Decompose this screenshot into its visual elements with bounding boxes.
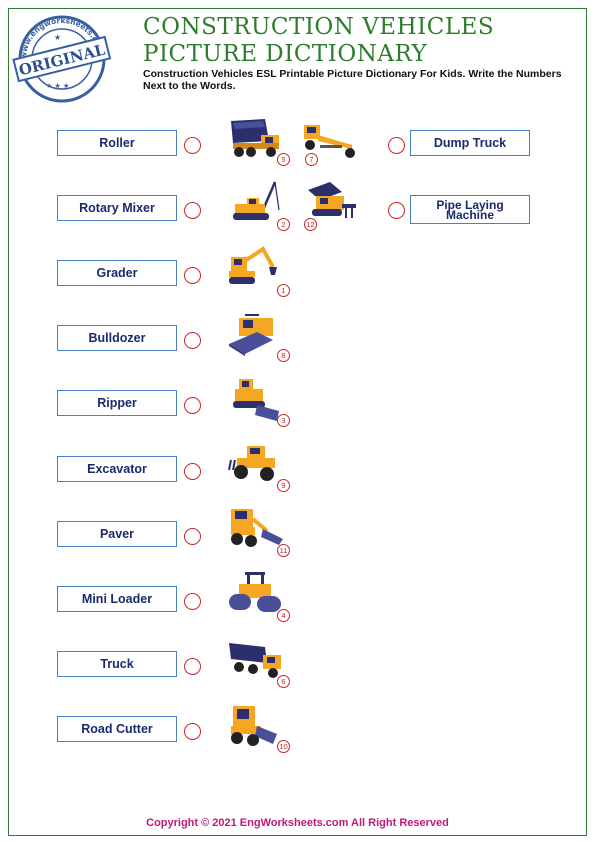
svg-text:★: ★ (54, 33, 61, 42)
original-stamp-logo: www.engworksheets.com ORIGINAL ★ ★ ★ ★ (12, 14, 112, 104)
pipe-laying-machine-icon (227, 180, 287, 230)
word-label: Ripper (97, 396, 137, 410)
word-label: Rotary Mixer (79, 201, 155, 215)
ripper-icon (227, 440, 287, 490)
mini-loader-icon (227, 505, 287, 555)
word-box-road-cutter: Road Cutter (57, 716, 177, 742)
word-label: Excavator (87, 462, 147, 476)
word-label: Road Cutter (81, 722, 153, 736)
word-box-grader: Grader (57, 260, 177, 286)
picture-number: 12 (304, 218, 317, 231)
bulldozer-icon (227, 375, 287, 425)
roller-icon (227, 570, 287, 620)
picture-number: 4 (277, 609, 290, 622)
word-box-truck: Truck (57, 651, 177, 677)
picture-number: 9 (277, 479, 290, 492)
answer-circle[interactable] (184, 202, 201, 219)
word-box-bulldozer: Bulldozer (57, 325, 177, 351)
word-box-paver: Paver (57, 521, 177, 547)
answer-circle[interactable] (184, 528, 201, 545)
word-box-rotary-mixer: Rotary Mixer (57, 195, 177, 221)
answer-circle[interactable] (184, 723, 201, 740)
picture-number: 5 (277, 153, 290, 166)
picture-number: 7 (305, 153, 318, 166)
word-label: Paver (99, 527, 135, 541)
answer-circle[interactable] (184, 593, 201, 610)
page-title: CONSTRUCTION VEHICLES PICTURE DICTIONARY (143, 14, 583, 68)
rotary-mixer-icon (227, 702, 287, 752)
word-label: Grader (96, 266, 138, 280)
picture-number: 11 (277, 544, 290, 557)
excavator-icon (227, 245, 287, 295)
word-label: Roller (99, 136, 135, 150)
word-box-ripper: Ripper (57, 390, 177, 416)
copyright-footer: Copyright © 2021 EngWorksheets.com All R… (146, 817, 449, 829)
picture-number: 2 (277, 218, 290, 231)
svg-text:ORIGINAL: ORIGINAL (17, 40, 107, 79)
instructions-text: Construction Vehicles ESL Printable Pict… (143, 68, 562, 92)
grader-icon (300, 115, 360, 165)
word-box-roller: Roller (57, 130, 177, 156)
dump-truck-icon (227, 115, 287, 165)
word-box-dump-truck: Dump Truck (410, 130, 530, 156)
word-label: Pipe Laying Machine (436, 197, 504, 222)
picture-number: 10 (277, 740, 290, 753)
answer-circle[interactable] (184, 463, 201, 480)
title-line-2: PICTURE DICTIONARY (143, 41, 428, 67)
title-line-1: CONSTRUCTION VEHICLES (143, 14, 495, 40)
answer-circle[interactable] (184, 332, 201, 349)
picture-number: 6 (277, 675, 290, 688)
word-label: Bulldozer (88, 331, 146, 345)
road-cutter-icon (302, 178, 362, 228)
answer-circle[interactable] (184, 137, 201, 154)
answer-circle[interactable] (184, 658, 201, 675)
word-box-pipe-laying-machine: Pipe Laying Machine (410, 195, 530, 224)
word-box-excavator: Excavator (57, 456, 177, 482)
answer-circle[interactable] (388, 202, 405, 219)
word-label: Truck (100, 657, 134, 671)
paver-icon (227, 310, 287, 360)
page-border (8, 8, 587, 836)
picture-number: 1 (277, 284, 290, 297)
word-label: Mini Loader (81, 592, 153, 606)
truck-icon (227, 637, 287, 687)
word-label: Dump Truck (433, 136, 507, 150)
picture-number: 8 (277, 349, 290, 362)
answer-circle[interactable] (388, 137, 405, 154)
answer-circle[interactable] (184, 397, 201, 414)
svg-text:★ ★ ★: ★ ★ ★ (46, 82, 69, 90)
picture-number: 3 (277, 414, 290, 427)
word-box-mini-loader: Mini Loader (57, 586, 177, 612)
answer-circle[interactable] (184, 267, 201, 284)
